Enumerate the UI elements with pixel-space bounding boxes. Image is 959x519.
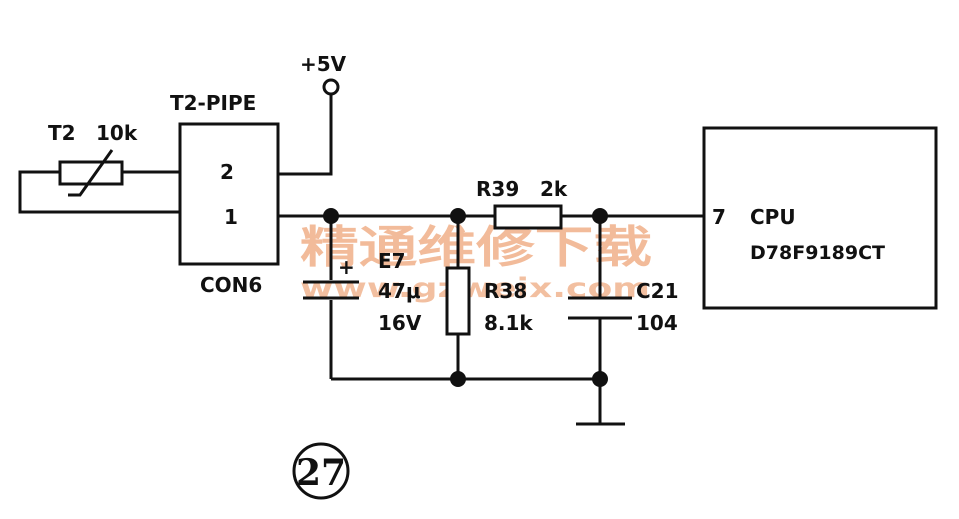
connector-bottom-label: CON6 <box>200 273 262 297</box>
watermark: 精通维修下载 www.gzweix.com <box>300 222 652 304</box>
thermistor-ref: T2 <box>48 121 76 145</box>
resistor-r38: R38 8.1k <box>445 216 533 379</box>
r38-ref: R38 <box>484 279 527 303</box>
connector-body <box>178 122 280 266</box>
r38-value: 8.1k <box>484 311 533 335</box>
e7-polarity: + <box>338 255 355 279</box>
r38-body <box>445 266 471 336</box>
cpu-part-number: D78F9189CT <box>750 242 885 264</box>
e7-voltage: 16V <box>378 311 422 335</box>
thermistor-value: 10k <box>96 121 138 145</box>
figure-number-badge: 27 <box>292 442 350 500</box>
connector-con6: T2-PIPE CON6 2 1 <box>170 91 280 297</box>
connector-top-label: T2-PIPE <box>170 91 256 115</box>
resistor-r39: R39 2k <box>476 177 568 230</box>
supply-label: +5V <box>300 52 347 76</box>
c21-value: 104 <box>636 311 678 335</box>
figure-number: 27 <box>296 452 346 494</box>
r39-ref: R39 <box>476 177 519 201</box>
e7-ref: E7 <box>378 249 406 273</box>
connector-pin1-label: 1 <box>224 205 238 229</box>
cpu-title: CPU <box>750 205 796 229</box>
junction-dot <box>323 208 339 224</box>
figure-number-circle <box>292 442 350 500</box>
supply-5v: +5V <box>278 52 347 176</box>
thermistor-return-wire <box>18 170 180 214</box>
capacitor-e7: + E7 47μ 16V <box>303 216 422 379</box>
thermistor-body <box>58 160 124 186</box>
supply-terminal <box>322 78 340 96</box>
junction-dot <box>450 371 466 387</box>
cpu-block: 7 CPU D78F9189CT <box>702 126 938 310</box>
capacitor-c21: C21 104 <box>568 216 679 379</box>
thermistor-symbol-slash <box>68 149 114 197</box>
cpu-body <box>702 126 938 310</box>
r39-value: 2k <box>540 177 568 201</box>
watermark-text: 精通维修下载 <box>300 222 652 273</box>
r39-body <box>493 204 563 230</box>
thermistor-t2: T2 10k <box>18 121 180 214</box>
cpu-pin-label: 7 <box>712 205 726 229</box>
connector-pin2-label: 2 <box>220 160 234 184</box>
supply-wire <box>278 94 333 176</box>
e7-value: 47μ <box>378 279 421 303</box>
junction-dot <box>592 208 608 224</box>
c21-ref: C21 <box>636 279 679 303</box>
junction-dot <box>450 208 466 224</box>
junction-dot <box>592 371 608 387</box>
